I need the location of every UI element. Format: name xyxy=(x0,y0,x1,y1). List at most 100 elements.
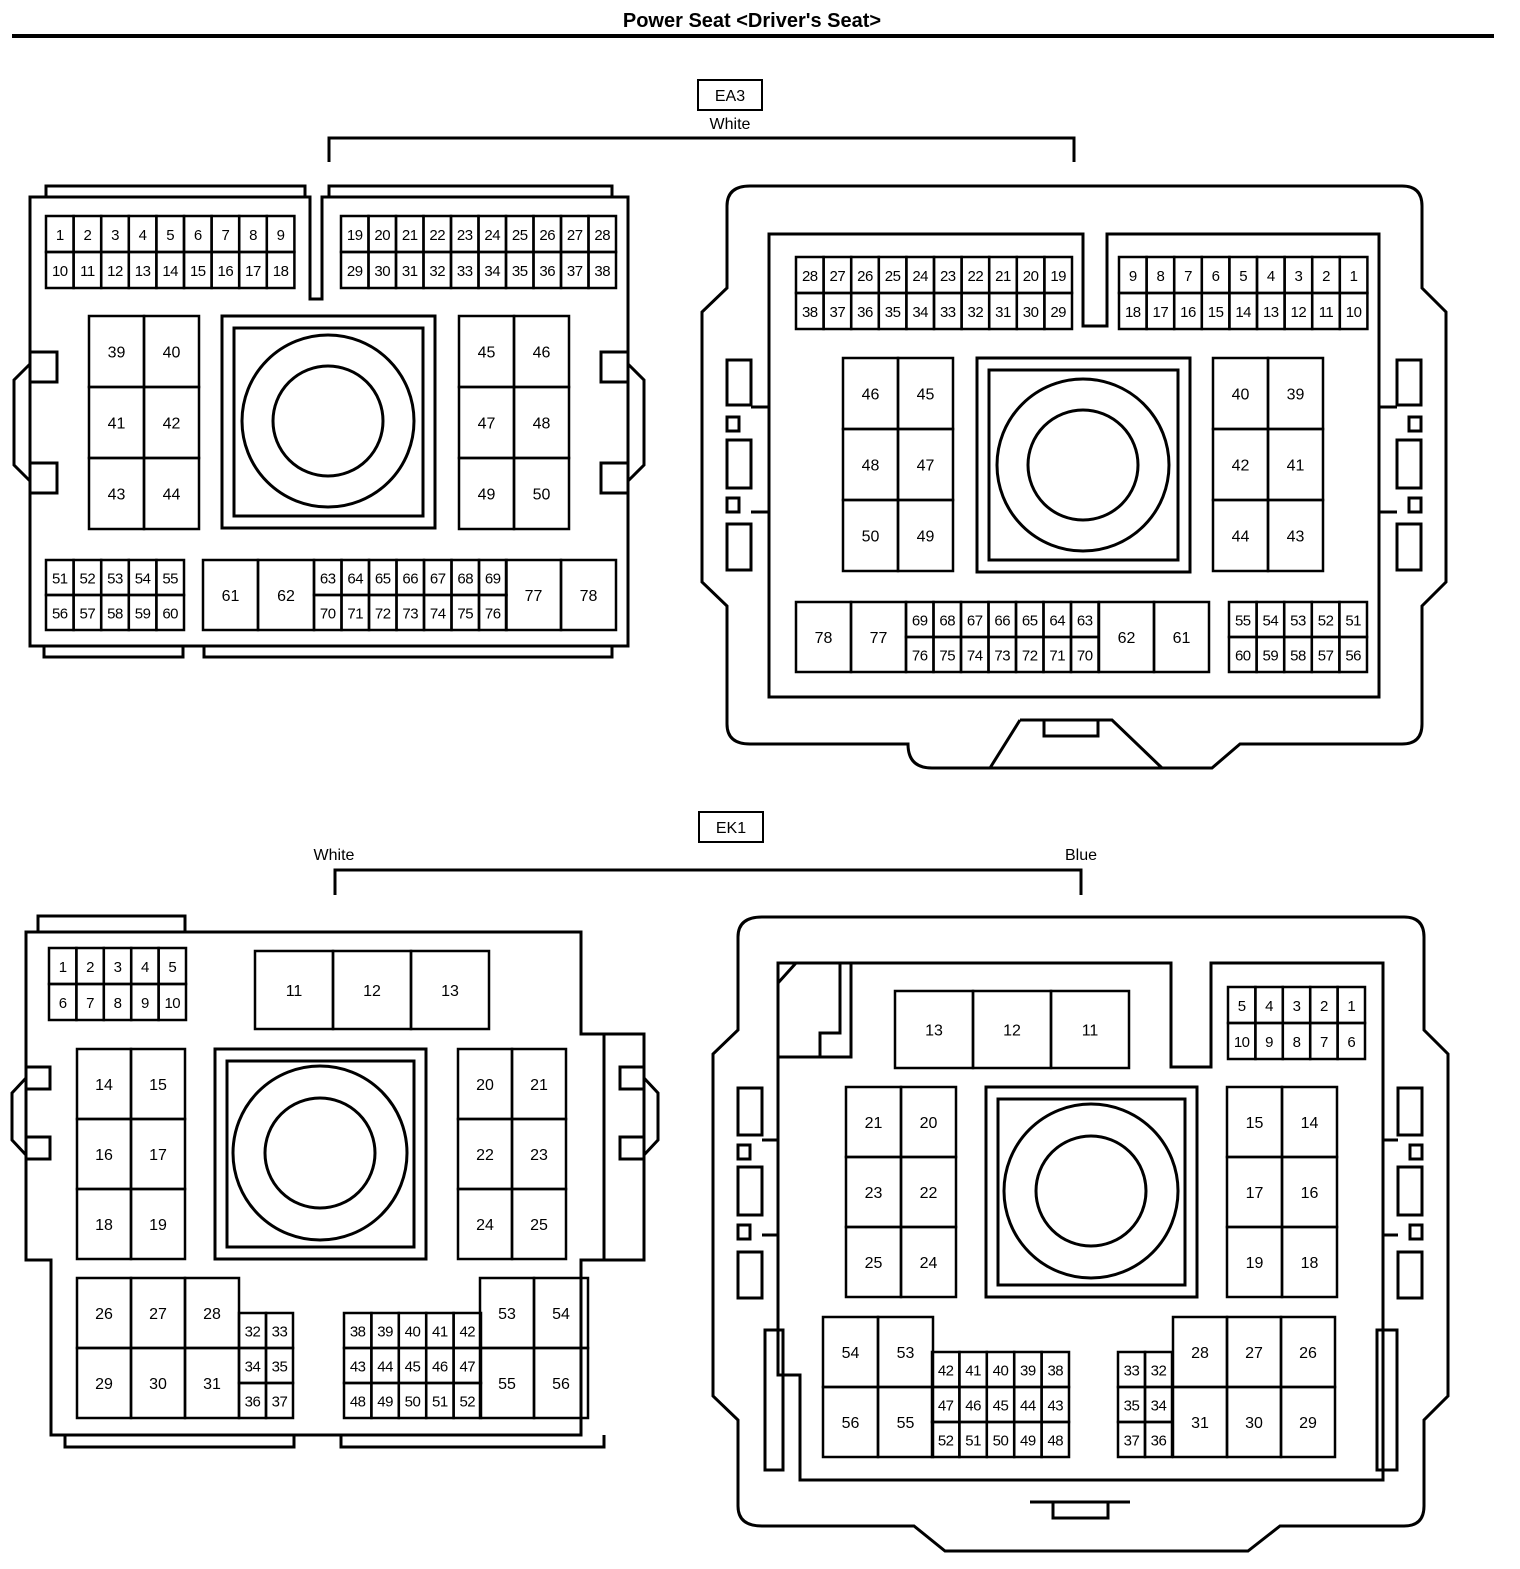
pin-cavity xyxy=(1279,1385,1337,1459)
pin-number: 10 xyxy=(1234,1034,1250,1051)
pin-number: 61 xyxy=(1173,630,1191,647)
pin-number: 45 xyxy=(405,1359,421,1376)
pin-number: 18 xyxy=(273,263,289,280)
pin-number: 51 xyxy=(52,571,68,588)
pin-number: 28 xyxy=(802,268,818,285)
pin-number: 62 xyxy=(1118,630,1136,647)
pin-number: 30 xyxy=(1245,1415,1263,1432)
pin-number: 66 xyxy=(994,613,1010,630)
pin-number: 21 xyxy=(530,1077,548,1094)
pin-number: 69 xyxy=(485,571,501,588)
pin-number: 31 xyxy=(1191,1415,1209,1432)
pin-number: 64 xyxy=(347,571,363,588)
pin-number: 17 xyxy=(245,263,261,280)
pin-number: 46 xyxy=(533,345,551,362)
pin-number: 16 xyxy=(95,1147,113,1164)
pin-number: 50 xyxy=(533,487,551,504)
pin-number: 30 xyxy=(374,263,390,280)
pin-number: 13 xyxy=(441,983,459,1000)
pin-number: 32 xyxy=(245,1324,261,1341)
pin-number: 17 xyxy=(1153,304,1169,321)
pin-number: 74 xyxy=(430,606,446,623)
pin-number: 2 xyxy=(1320,998,1328,1015)
pin-number: 11 xyxy=(1082,1023,1099,1040)
pin-number: 56 xyxy=(52,606,68,623)
pin-cavity xyxy=(1280,1225,1339,1299)
pin-number: 75 xyxy=(457,606,473,623)
pin-number: 12 xyxy=(363,983,381,1000)
pin-number: 1 xyxy=(1350,268,1358,285)
pin-number: 29 xyxy=(95,1376,113,1393)
pin-number: 40 xyxy=(1232,387,1250,404)
pin-number: 4 xyxy=(141,959,149,976)
pin-number: 39 xyxy=(108,345,126,362)
pin-number: 44 xyxy=(163,487,181,504)
pin-number: 53 xyxy=(1290,613,1306,630)
pin-cavity xyxy=(532,1346,590,1420)
pin-number: 13 xyxy=(1263,304,1279,321)
pin-number: 31 xyxy=(203,1376,221,1393)
pin-number: 73 xyxy=(402,606,418,623)
pin-number: 39 xyxy=(377,1324,393,1341)
pin-number: 70 xyxy=(1077,648,1093,665)
pin-number: 32 xyxy=(429,263,445,280)
pin-number: 27 xyxy=(830,268,846,285)
pin-number: 70 xyxy=(320,606,336,623)
pin-number: 46 xyxy=(862,387,880,404)
pin-number: 10 xyxy=(52,263,68,280)
pin-number: 50 xyxy=(405,1394,421,1411)
pin-number: 15 xyxy=(1246,1115,1264,1132)
pin-number: 54 xyxy=(1263,613,1279,630)
pin-number: 16 xyxy=(1180,304,1196,321)
pin-number: 77 xyxy=(525,588,543,605)
pin-number: 37 xyxy=(567,263,583,280)
pin-number: 8 xyxy=(114,995,122,1012)
pin-number: 34 xyxy=(484,263,500,280)
pin-number: 53 xyxy=(498,1306,516,1323)
pin-number: 29 xyxy=(347,263,363,280)
pin-number: 1 xyxy=(56,227,64,244)
ek1-color-blue: Blue xyxy=(1065,847,1097,864)
pin-number: 35 xyxy=(512,263,528,280)
pin-number: 24 xyxy=(476,1217,494,1234)
pin-number: 7 xyxy=(221,227,229,244)
pin-number: 14 xyxy=(162,263,178,280)
pin-number: 13 xyxy=(925,1023,943,1040)
pin-number: 4 xyxy=(1265,998,1273,1015)
pin-number: 42 xyxy=(1232,458,1250,475)
pin-number: 20 xyxy=(374,227,390,244)
pin-number: 40 xyxy=(163,345,181,362)
pin-number: 26 xyxy=(857,268,873,285)
pin-cavity xyxy=(129,1187,187,1261)
pin-number: 23 xyxy=(865,1185,883,1202)
ea3-component-housing xyxy=(700,184,1448,770)
pin-number: 12 xyxy=(1003,1023,1021,1040)
pin-number: 68 xyxy=(939,613,955,630)
pin-number: 3 xyxy=(111,227,119,244)
pin-number: 45 xyxy=(993,1398,1009,1415)
pin-number: 15 xyxy=(1208,304,1224,321)
pin-number: 48 xyxy=(533,416,551,433)
pin-number: 20 xyxy=(476,1077,494,1094)
pin-cavity xyxy=(157,982,188,1022)
pin-number: 17 xyxy=(1246,1185,1264,1202)
pin-number: 30 xyxy=(149,1376,167,1393)
pin-number: 17 xyxy=(149,1147,167,1164)
ea3-label-box: EA3 xyxy=(697,79,763,111)
pin-number: 18 xyxy=(1301,1255,1319,1272)
pin-number: 24 xyxy=(484,227,500,244)
pin-number: 47 xyxy=(917,458,935,475)
pin-number: 67 xyxy=(430,571,446,588)
pin-number: 52 xyxy=(1318,613,1334,630)
pin-number: 32 xyxy=(968,304,984,321)
pin-number: 22 xyxy=(476,1147,494,1164)
pin-number: 48 xyxy=(862,458,880,475)
pin-cavity xyxy=(1266,498,1325,573)
pin-number: 54 xyxy=(552,1306,570,1323)
pin-number: 42 xyxy=(459,1324,475,1341)
pin-number: 41 xyxy=(965,1363,981,1380)
pin-number: 21 xyxy=(865,1115,883,1132)
pin-number: 26 xyxy=(1299,1345,1317,1362)
pin-cavity xyxy=(559,558,618,632)
pin-number: 13 xyxy=(135,263,151,280)
